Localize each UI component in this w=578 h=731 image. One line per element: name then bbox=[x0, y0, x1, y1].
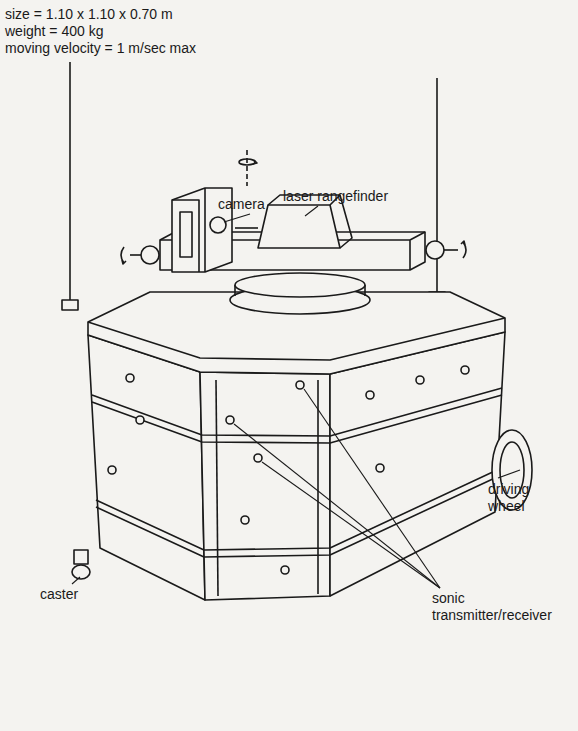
spec-text: weight = 400 kg bbox=[5, 23, 103, 40]
spec-text: moving velocity = 1 m/sec max bbox=[5, 40, 196, 57]
part-label: camera bbox=[218, 196, 265, 213]
part-label: driving wheel bbox=[488, 481, 568, 515]
spec-text: size = 1.10 x 1.10 x 0.70 m bbox=[5, 6, 173, 23]
part-label: caster bbox=[40, 586, 78, 603]
part-label: sonic transmitter/receiver bbox=[432, 590, 552, 624]
part-label: laser rangefinder bbox=[283, 188, 388, 205]
